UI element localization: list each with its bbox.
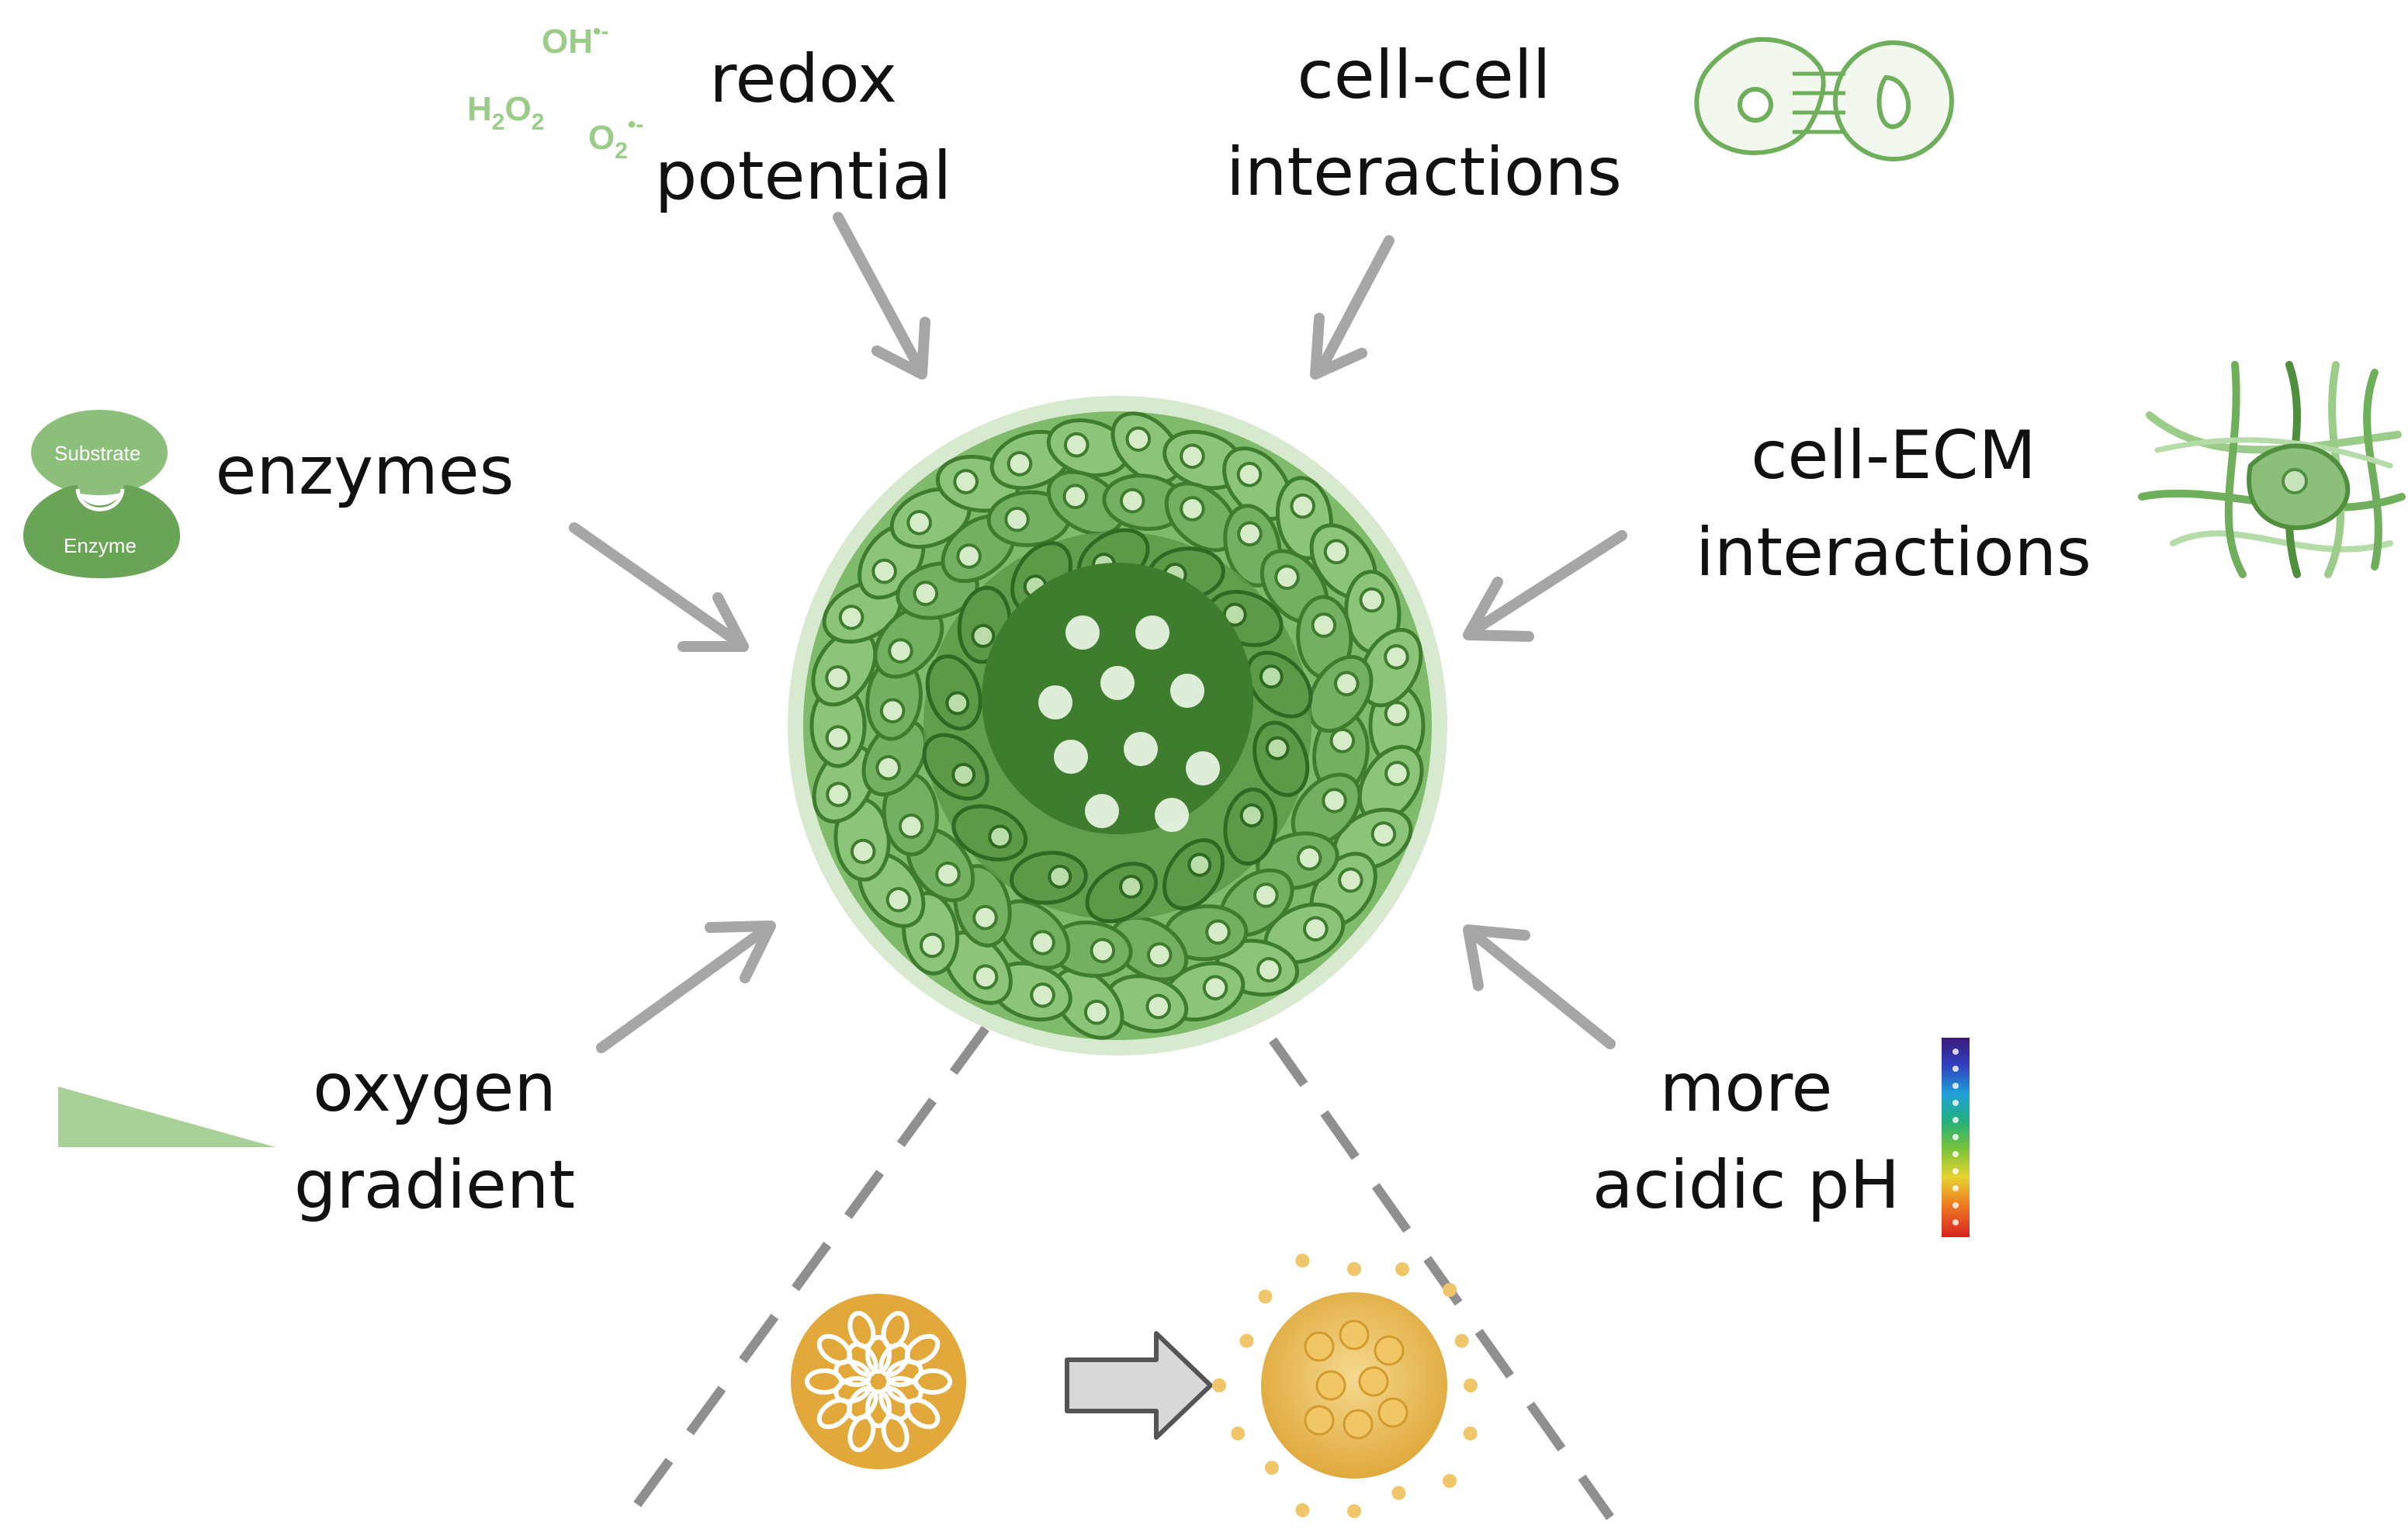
- arrow-redox: [833, 212, 930, 380]
- svg-text:O2•-: O2•-: [588, 112, 643, 164]
- label-redox-line1: redox: [709, 40, 897, 118]
- ph-scale-bar: [1942, 1038, 1970, 1237]
- core-nucleus: [1038, 685, 1072, 719]
- transition-arrow: [1065, 1331, 1213, 1440]
- arrow-ph: [1463, 924, 1616, 1049]
- arrow-cell-cell: [1310, 235, 1395, 380]
- core-nucleus: [1170, 674, 1204, 708]
- core-nucleus: [1186, 751, 1220, 785]
- cell: [861, 718, 928, 797]
- cell: [1162, 837, 1225, 910]
- cell: [922, 733, 989, 801]
- cell: [1010, 851, 1088, 905]
- label-oxygen-line2: gradient: [293, 1146, 576, 1224]
- cell: [1275, 476, 1333, 560]
- core-nucleus: [1135, 615, 1169, 650]
- cell: [1046, 470, 1125, 536]
- oh-symbol: OH: [542, 23, 593, 61]
- arrow-enzymes: [569, 522, 749, 652]
- enzyme-icon: Substrate Enzyme: [23, 410, 180, 578]
- cell: [882, 771, 939, 857]
- cell: [943, 930, 1013, 1005]
- label-cell-cell-line2: interactions: [1226, 133, 1622, 211]
- label-ph-line1: more: [1659, 1049, 1833, 1127]
- label-redox-potential: redox potential: [640, 31, 966, 224]
- cell: [996, 899, 1071, 970]
- label-cell-cell-interactions: cell-cell interactions: [1207, 27, 1641, 220]
- cell: [1052, 967, 1124, 1040]
- cell: [951, 804, 1028, 862]
- label-acidic-ph: more acidic pH: [1575, 1040, 1917, 1233]
- spheroid-core-cells: [1038, 615, 1220, 832]
- ecm-icon: [2138, 361, 2406, 578]
- label-cell-ecm-line2: interactions: [1696, 513, 2091, 591]
- core-nucleus: [1100, 666, 1135, 700]
- label-oxygen-line1: oxygen: [313, 1049, 556, 1127]
- cell: [935, 455, 1020, 513]
- cell: [1358, 628, 1423, 708]
- cell: [1263, 902, 1346, 965]
- svg-text:H2O2: H2O2: [467, 90, 544, 135]
- label-enzymes-line1: enzymes: [215, 432, 515, 510]
- disassembled-spheroid-icon: [1212, 1253, 1478, 1518]
- arrows: [569, 212, 1627, 1053]
- cell: [865, 656, 923, 741]
- cell: [1296, 595, 1353, 680]
- label-ph-line2: acidic pH: [1592, 1146, 1900, 1224]
- cell: [1307, 654, 1374, 733]
- cell: [1357, 744, 1424, 823]
- core-nucleus: [1054, 740, 1088, 774]
- label-redox-line2: potential: [654, 137, 952, 215]
- cell: [811, 629, 878, 707]
- cell: [1222, 446, 1292, 522]
- zoom-line-left: [632, 1025, 989, 1509]
- label-enzymes: enzymes: [202, 423, 528, 520]
- zoom-lines: [632, 1025, 1614, 1520]
- cell: [1253, 720, 1310, 797]
- zoom-line-right: [1269, 1037, 1614, 1520]
- spheroid: [788, 396, 1447, 1056]
- cell: [1110, 915, 1189, 982]
- core-nucleus: [1155, 798, 1189, 832]
- redox-icon: OH•- H2O2 O2•-: [467, 19, 643, 164]
- svg-text:OH•-: OH•-: [542, 19, 609, 61]
- core-nucleus: [1085, 794, 1119, 828]
- cell: [1246, 650, 1313, 719]
- cell: [1223, 787, 1278, 866]
- cell: [1105, 974, 1189, 1033]
- dense-spheroid-icon: [791, 1294, 966, 1469]
- cell: [889, 487, 972, 550]
- core-nucleus: [1124, 732, 1158, 766]
- spheroid-outer-cells: [809, 411, 1426, 1040]
- enzyme-label: Enzyme: [64, 534, 137, 557]
- cell: [925, 654, 982, 731]
- arrow-cell-ecm: [1463, 530, 1627, 642]
- label-cell-cell-line1: cell-cell: [1297, 36, 1551, 114]
- oxygen-gradient-wedge: [58, 1087, 275, 1147]
- label-cell-ecm-interactions: cell-ECM interactions: [1676, 407, 2111, 601]
- label-oxygen-gradient: oxygen gradient: [264, 1040, 605, 1233]
- substrate-label: Substrate: [54, 442, 140, 465]
- arrow-oxygen: [596, 921, 776, 1053]
- label-cell-ecm-line1: cell-ECM: [1751, 417, 2036, 494]
- cell-cell-icon: [1694, 36, 1954, 161]
- cell: [1085, 862, 1158, 924]
- core-nucleus: [1065, 615, 1100, 650]
- cell: [1110, 411, 1183, 484]
